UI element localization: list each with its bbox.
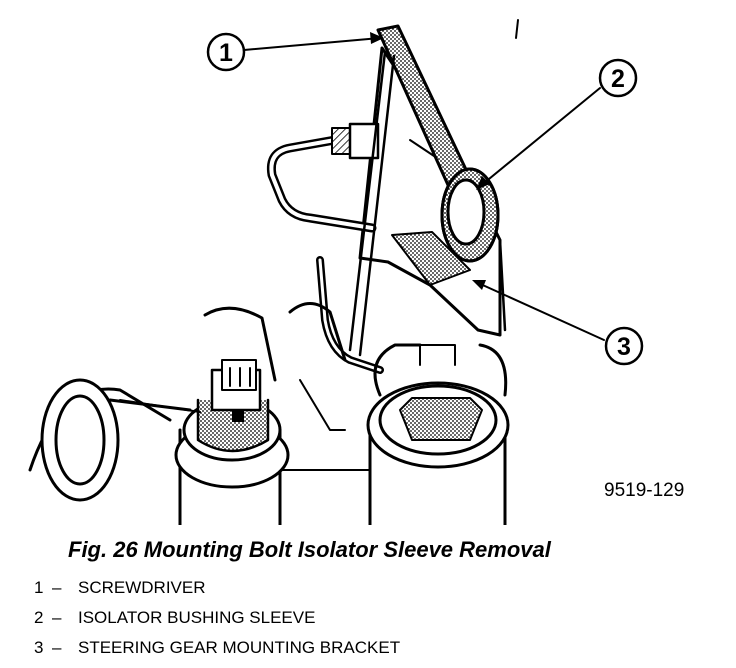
legend-label: STEERING GEAR MOUNTING BRACKET	[78, 638, 401, 657]
legend-dash: –	[52, 578, 62, 597]
callout-1: 1	[206, 32, 246, 72]
legend-item: 1–SCREWDRIVER	[34, 578, 400, 608]
callout-3-label: 3	[617, 333, 631, 361]
pressure-switch	[174, 359, 290, 489]
technical-illustration: 1 2 3	[28, 19, 644, 525]
callout-1-label: 1	[219, 39, 233, 67]
hydraulic-line	[266, 122, 384, 374]
legend-item: 2–ISOLATOR BUSHING SLEEVE	[34, 608, 400, 638]
legend-number: 1	[34, 578, 44, 597]
legend-label: ISOLATOR BUSHING SLEEVE	[78, 608, 316, 627]
legend-dash: –	[52, 638, 62, 657]
support-rods	[348, 50, 396, 357]
legend-label: SCREWDRIVER	[78, 578, 206, 597]
gear-port	[366, 343, 510, 469]
leader-line-1	[243, 37, 381, 51]
callout-2-label: 2	[611, 65, 625, 93]
figure-caption: Fig. 26 Mounting Bolt Isolator Sleeve Re…	[68, 537, 551, 562]
legend-dash: –	[52, 608, 62, 627]
legend-list: 1–SCREWDRIVER 2–ISOLATOR BUSHING SLEEVE …	[34, 578, 400, 668]
steering-gear-housing	[28, 302, 507, 525]
callout-2: 2	[598, 58, 638, 98]
leader-line-3	[475, 281, 605, 341]
legend-number: 3	[34, 638, 44, 657]
legend-item: 3–STEERING GEAR MOUNTING BRACKET	[34, 638, 400, 668]
legend-number: 2	[34, 608, 44, 627]
isolator-bushing-sleeve	[440, 167, 500, 263]
leader-line-2	[477, 87, 601, 189]
callout-3: 3	[604, 326, 644, 366]
leader-line-switch	[119, 399, 201, 413]
figure-reference-code: 9519-129	[604, 480, 685, 501]
